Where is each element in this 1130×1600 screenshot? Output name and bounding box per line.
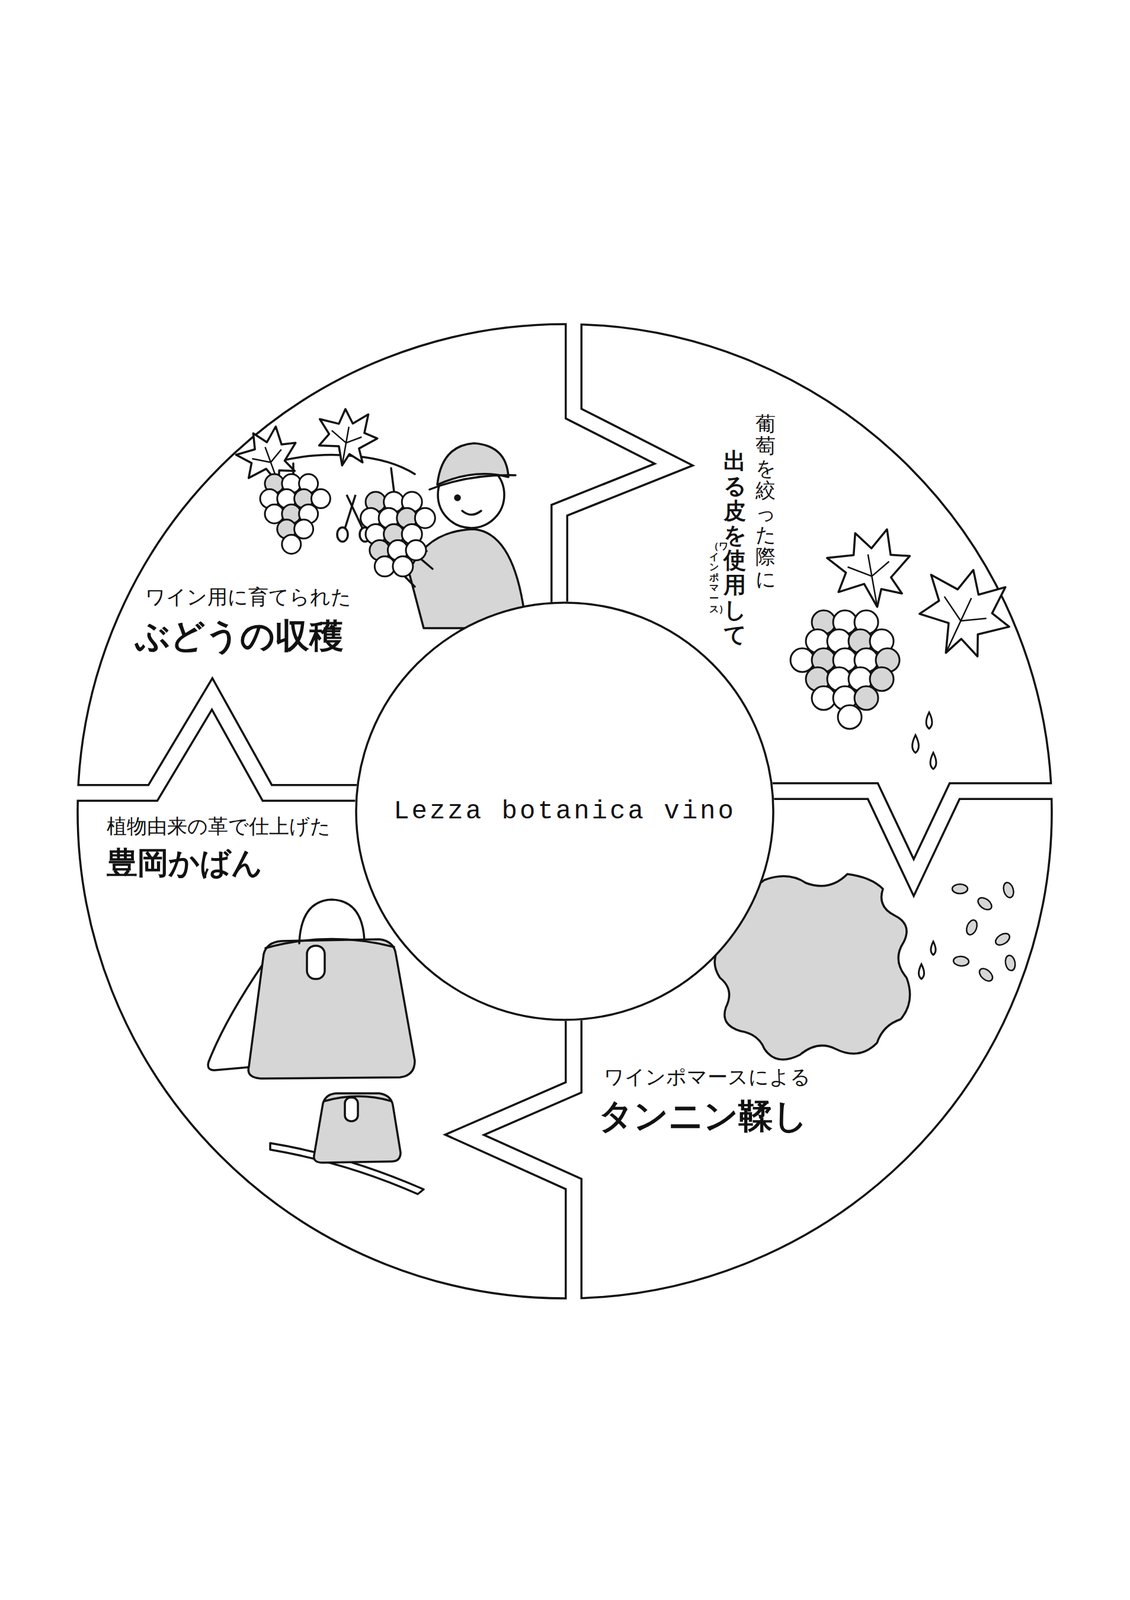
grape-vine bbox=[325, 424, 363, 469]
scissors bbox=[337, 527, 348, 542]
scissors bbox=[344, 494, 356, 529]
divider-edge bbox=[559, 296, 674, 640]
farmer-figure bbox=[391, 468, 395, 492]
pomace-specks bbox=[993, 930, 1013, 947]
node-text: ワインポマースによる bbox=[603, 1063, 815, 1091]
pressed-grapes bbox=[837, 705, 862, 729]
pomace-specks bbox=[930, 941, 936, 956]
pressed-grapes bbox=[854, 686, 879, 710]
pressed-grapes bbox=[903, 554, 1025, 673]
pressed-grapes bbox=[912, 734, 920, 753]
node-heading: 出る皮を使用して bbox=[723, 449, 747, 648]
bag-figure bbox=[314, 1093, 401, 1163]
divider-gap bbox=[59, 693, 368, 793]
segment-node: ワインポマースによるタンニン鞣し bbox=[598, 1063, 815, 1142]
grape-vine bbox=[392, 556, 414, 577]
node-text: Lezza botanica vino bbox=[393, 796, 736, 827]
pressed-grapes bbox=[926, 712, 933, 729]
pressed-grapes bbox=[823, 524, 918, 614]
node-text: 植物由来の革で仕上げた bbox=[106, 812, 335, 841]
node-text: ワイン用に育てられた bbox=[145, 583, 355, 611]
circle-outline bbox=[356, 602, 774, 1020]
divider-gap bbox=[559, 296, 674, 640]
pressed-grapes bbox=[790, 648, 815, 672]
grape-vine bbox=[312, 404, 382, 471]
divider-edge bbox=[59, 693, 368, 793]
grape-vine bbox=[282, 534, 302, 554]
bag-figure bbox=[207, 899, 424, 1194]
pressed-grapes bbox=[846, 551, 897, 611]
pomace-specks bbox=[952, 884, 968, 894]
pomace-specks bbox=[975, 895, 994, 912]
center-circle: Lezza botanica vino bbox=[354, 601, 775, 1021]
grape-vine bbox=[231, 404, 435, 576]
bag-figure bbox=[344, 1097, 358, 1122]
pressed-grapes bbox=[903, 554, 1025, 673]
farmer-figure bbox=[462, 510, 482, 515]
segment-node: 葡萄を絞った際に出る皮を使用して （ワインポマース） bbox=[699, 408, 783, 658]
pomace-specks bbox=[977, 965, 995, 984]
node-heading: 豊岡かばん bbox=[106, 842, 335, 885]
pomace-specks bbox=[964, 918, 979, 937]
divider-edge bbox=[59, 296, 1067, 1328]
pressed-grapes bbox=[869, 667, 894, 691]
node-text: 葡萄を絞った際に bbox=[755, 413, 776, 591]
pomace-specks bbox=[1002, 881, 1016, 899]
pressed-grapes bbox=[823, 524, 918, 614]
grape-vine bbox=[312, 404, 382, 471]
pomace-specks bbox=[919, 881, 1017, 984]
pressed-grapes bbox=[923, 587, 992, 662]
node-heading: （ワインポマース） bbox=[709, 541, 719, 614]
bag-figure bbox=[299, 899, 365, 944]
grape-vine bbox=[231, 420, 307, 495]
pressed-grapes bbox=[790, 524, 1025, 770]
node-heading: ぶどうの収穫 bbox=[135, 613, 355, 660]
segment-node: 植物由来の革で仕上げた豊岡かばん bbox=[106, 812, 335, 887]
outer-ring bbox=[77, 324, 1052, 1299]
bag-figure bbox=[265, 938, 395, 949]
segment-node: ワイン用に育てられたぶどうの収穫 bbox=[135, 583, 355, 662]
bag-figure bbox=[248, 939, 415, 1079]
pomace-specks bbox=[952, 955, 969, 967]
pomace-specks bbox=[919, 964, 925, 979]
pressed-grapes bbox=[811, 686, 836, 710]
divider-gap bbox=[464, 1007, 574, 1328]
grape-vine bbox=[231, 420, 307, 495]
node-heading: タンニン鞣し bbox=[598, 1093, 815, 1140]
divider-gap bbox=[758, 791, 1067, 878]
farmer-figure bbox=[455, 495, 460, 501]
farmer-figure bbox=[429, 475, 516, 490]
bag-figure bbox=[306, 945, 325, 979]
pomace-specks bbox=[1004, 954, 1017, 972]
pressed-grapes bbox=[930, 752, 937, 770]
divider-gap bbox=[59, 296, 1067, 1328]
divider-edge bbox=[464, 1007, 574, 1328]
grape-vine bbox=[374, 556, 395, 577]
divider-edge bbox=[758, 791, 1067, 878]
